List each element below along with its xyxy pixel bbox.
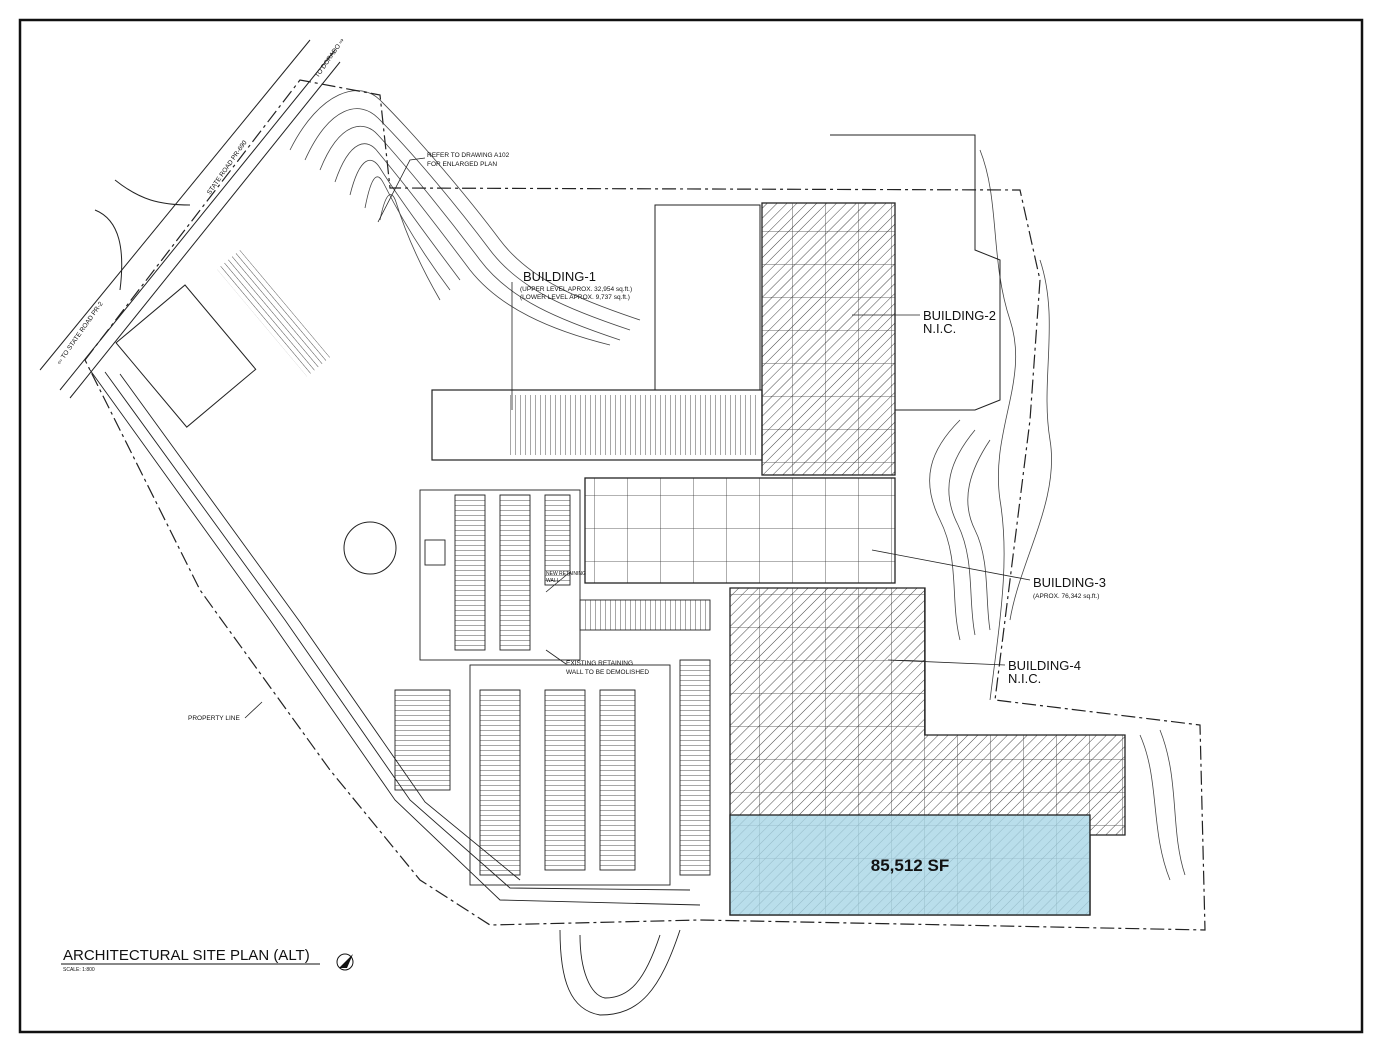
site-edges: [89, 369, 701, 1016]
building-2-nic: N.I.C.: [923, 321, 956, 336]
building-1-upper: [654, 204, 761, 391]
drawing-frame: [18, 18, 1364, 1034]
building-2-nic-outline: [830, 134, 1001, 411]
road-label-690: STATE ROAD PR-690: [206, 139, 249, 196]
building-3-area: (APROX. 76,342 sq.ft.): [1033, 593, 1099, 600]
building-1-lower-level: (LOWER LEVEL APROX. 9,737 sq.ft.): [520, 294, 630, 301]
note-refer-line2: FOR ENLARGED PLAN: [427, 161, 497, 168]
property-line: [84, 79, 1206, 931]
parking-middle: [419, 489, 581, 661]
road-label-pr2: ⇦ TO STATE ROAD PR-2: [56, 300, 105, 366]
highlight-area-label: 85,512 SF: [871, 856, 949, 875]
road: [39, 39, 341, 399]
round-feature: [343, 521, 397, 575]
note-existing-wall-line1: EXISTING RETAINING: [566, 660, 633, 667]
building-2-label: BUILDING-2: [923, 308, 996, 323]
leader-lines: [244, 157, 1031, 719]
drawing-scale: SCALE: 1:800: [63, 967, 95, 973]
highlight-area: [729, 814, 1091, 916]
building-1-upper-level: (UPPER LEVEL APROX. 32,954 sq.ft.): [520, 286, 632, 293]
note-property-line: PROPERTY LINE: [188, 715, 240, 722]
building-1-wing: [510, 395, 760, 455]
drawing-title: ARCHITECTURAL SITE PLAN (ALT): [63, 947, 310, 964]
building-2-grid: [762, 203, 895, 475]
note-refer-line1: REFER TO DRAWING A102: [427, 152, 510, 159]
road-label-dorado: TO DORADO ⇨: [314, 37, 347, 80]
left-building-outline: [115, 284, 257, 428]
parking-left-area: [217, 250, 330, 377]
note-new-wall-line1: NEW RETAINING: [546, 571, 586, 577]
note-existing-wall-line2: WALL TO BE DEMOLISHED: [566, 669, 649, 676]
building-3-label: BUILDING-3: [1033, 575, 1106, 590]
parking-lower: [394, 599, 711, 886]
contour-lines: [289, 90, 1186, 881]
building-1-label: BUILDING-1: [523, 269, 596, 284]
building-4-label: BUILDING-4: [1008, 658, 1081, 673]
north-arrow-icon: [336, 953, 354, 971]
building-4-nic: N.I.C.: [1008, 671, 1041, 686]
building-3-footprint: [584, 477, 896, 584]
note-new-wall-line2: WALL: [546, 578, 560, 584]
